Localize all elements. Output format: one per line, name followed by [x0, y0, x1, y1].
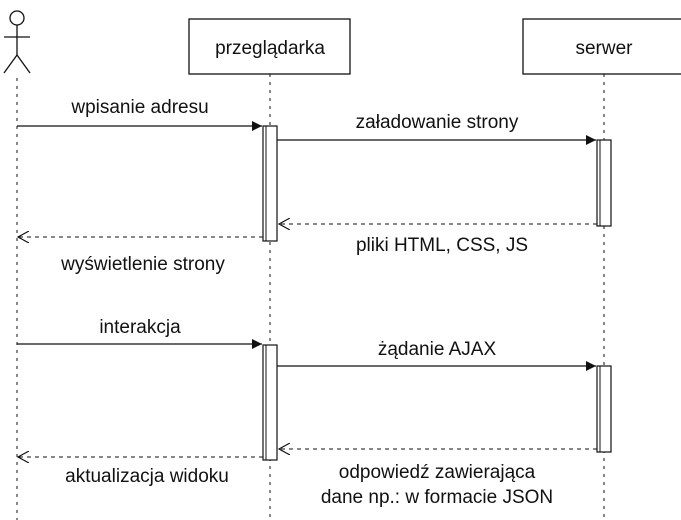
ajax-request-label: żądanie AJAX	[378, 339, 497, 360]
response-label-line2: dane np.: w formacie JSON	[321, 487, 553, 508]
display-page-label: wyświetlenie strony	[60, 254, 225, 275]
browser-activation-bar	[262, 125, 278, 242]
server-label: serwer	[575, 38, 633, 59]
page-files-label: pliki HTML, CSS, JS	[356, 235, 528, 256]
actor-icon	[3, 10, 31, 74]
server-activation-bar	[596, 365, 612, 453]
interaction-label: interakcja	[99, 317, 181, 338]
response-label-line1: odpowiedź zawierająca	[339, 462, 536, 483]
update-view-label: aktualizacja widoku	[65, 466, 229, 487]
browser-activation-bar	[262, 344, 278, 461]
server-activation-bar	[596, 139, 612, 227]
enter-address-label: wpisanie adresu	[70, 97, 208, 118]
server-participant: serwer	[522, 18, 681, 75]
browser-participant: przeglądarka	[188, 18, 351, 75]
browser-label: przeglądarka	[215, 38, 325, 59]
load-page-label: załadowanie strony	[356, 112, 519, 133]
